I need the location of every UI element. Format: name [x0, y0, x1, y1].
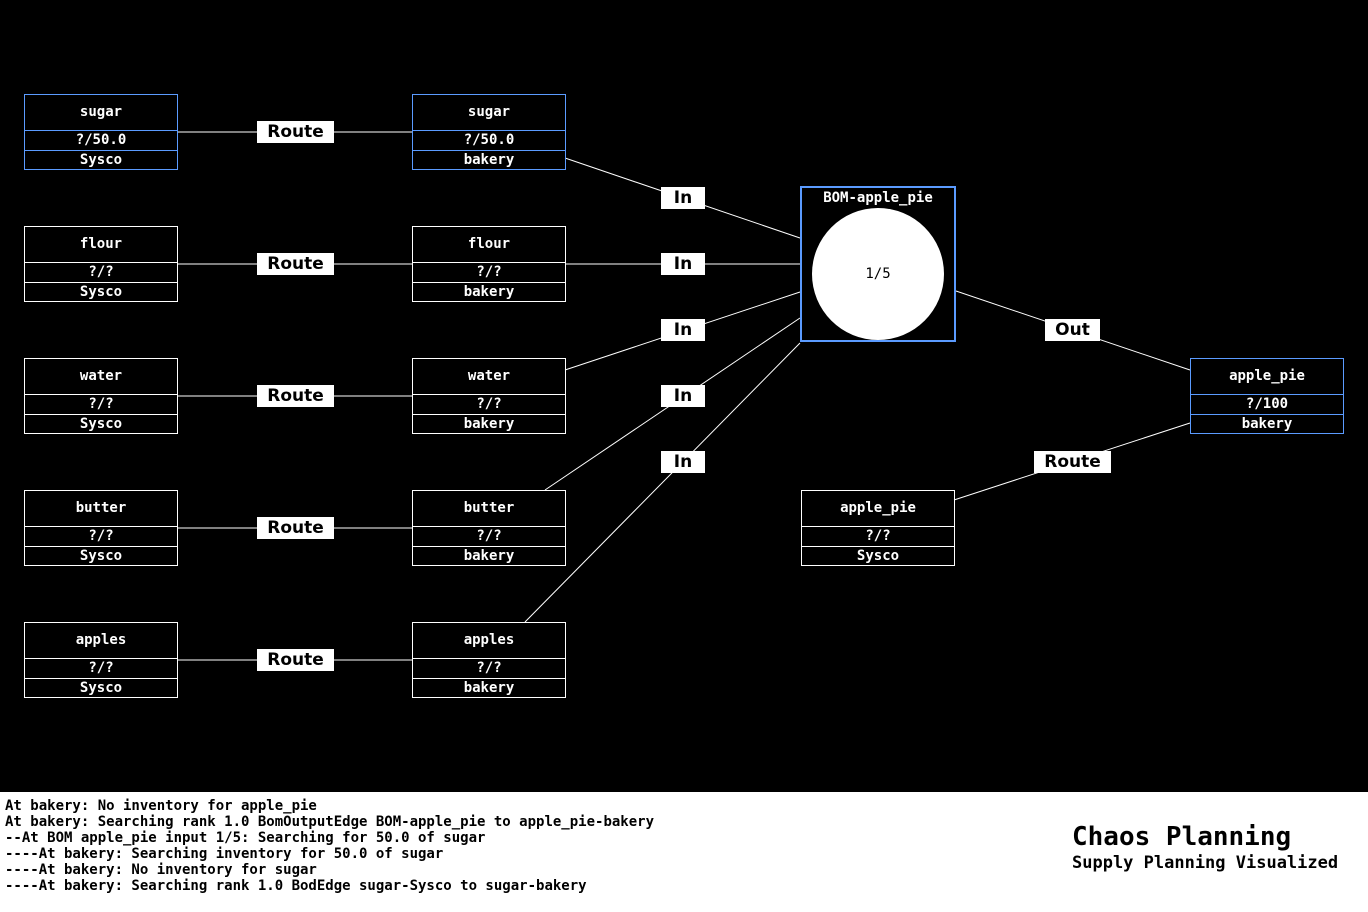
- node-location: Sysco: [25, 414, 177, 434]
- node-quantity: ?/?: [25, 526, 177, 547]
- bom-progress-circle: [812, 208, 944, 340]
- brand-subtitle: Supply Planning Visualized: [1072, 853, 1339, 873]
- log-line: At bakery: Searching rank 1.0 BomOutputE…: [5, 814, 655, 830]
- node-name: apples: [463, 632, 515, 648]
- node-location: bakery: [1191, 414, 1343, 434]
- route-edge-label: Route: [257, 649, 334, 671]
- planning-log: At bakery: No inventory for apple_pie At…: [5, 798, 654, 894]
- in-edge-label: In: [661, 385, 705, 407]
- node-location: bakery: [413, 678, 565, 698]
- bom-node[interactable]: BOM-apple_pie 1/5: [800, 186, 956, 342]
- brand-title: Chaos Planning: [1072, 822, 1292, 852]
- node-quantity: ?/?: [25, 262, 177, 283]
- node-flour-sysco[interactable]: flour ?/?Sysco: [24, 226, 178, 302]
- bom-title: BOM-apple_pie: [823, 190, 933, 206]
- node-quantity: ?/?: [413, 526, 565, 547]
- log-line: --At BOM apple_pie input 1/5: Searching …: [5, 830, 486, 846]
- out-edge-label: Out: [1045, 319, 1100, 341]
- node-name: water: [467, 368, 511, 384]
- node-location: Sysco: [25, 678, 177, 698]
- route-edge-label: Route: [257, 385, 334, 407]
- node-name: apples: [75, 632, 127, 648]
- log-line: ----At bakery: No inventory for sugar: [5, 862, 317, 878]
- node-quantity: ?/?: [802, 526, 954, 547]
- in-edge-label: In: [661, 253, 705, 275]
- node-name: apple_pie: [840, 500, 916, 516]
- node-location: bakery: [413, 546, 565, 566]
- node-name: butter: [75, 500, 127, 516]
- log-line: ----At bakery: Searching rank 1.0 BodEdg…: [5, 878, 587, 894]
- node-quantity: ?/50.0: [25, 130, 177, 151]
- in-edge-label: In: [661, 319, 705, 341]
- node-location: Sysco: [802, 546, 954, 566]
- node-quantity: ?/?: [413, 394, 565, 415]
- node-name: butter: [463, 500, 515, 516]
- node-flour-bakery[interactable]: flour ?/?bakery: [412, 226, 566, 302]
- node-location: bakery: [413, 282, 565, 302]
- node-name: sugar: [467, 104, 511, 120]
- in-edge-label: In: [661, 187, 705, 209]
- in-edge-label: In: [661, 451, 705, 473]
- status-panel: At bakery: No inventory for apple_pie At…: [0, 792, 1368, 912]
- node-apple_pie-sysco[interactable]: apple_pie ?/?Sysco: [801, 490, 955, 566]
- node-location: bakery: [413, 414, 565, 434]
- node-location: Sysco: [25, 282, 177, 302]
- node-location: Sysco: [25, 546, 177, 566]
- node-quantity: ?/?: [413, 658, 565, 679]
- route-edge-label: Route: [257, 517, 334, 539]
- node-name: flour: [79, 236, 123, 252]
- node-name: apple_pie: [1229, 368, 1305, 384]
- node-name: water: [79, 368, 123, 384]
- node-butter-sysco[interactable]: butter ?/?Sysco: [24, 490, 178, 566]
- node-location: Sysco: [25, 150, 177, 170]
- node-apples-bakery[interactable]: apples ?/?bakery: [412, 622, 566, 698]
- route-edge-label: Route: [1034, 451, 1111, 473]
- node-name: flour: [467, 236, 511, 252]
- edge-line: [524, 342, 801, 623]
- node-quantity: ?/?: [413, 262, 565, 283]
- node-water-sysco[interactable]: water ?/?Sysco: [24, 358, 178, 434]
- log-line: ----At bakery: Searching inventory for 5…: [5, 846, 444, 862]
- node-butter-bakery[interactable]: butter ?/?bakery: [412, 490, 566, 566]
- node-apples-sysco[interactable]: apples ?/?Sysco: [24, 622, 178, 698]
- route-edge-label: Route: [257, 121, 334, 143]
- node-quantity: ?/?: [25, 658, 177, 679]
- node-water-bakery[interactable]: water ?/?bakery: [412, 358, 566, 434]
- node-location: bakery: [413, 150, 565, 170]
- node-quantity: ?/?: [25, 394, 177, 415]
- route-edge-label: Route: [257, 253, 334, 275]
- log-line: At bakery: No inventory for apple_pie: [5, 798, 317, 814]
- node-quantity: ?/50.0: [413, 130, 565, 151]
- node-name: sugar: [79, 104, 123, 120]
- node-quantity: ?/100: [1191, 394, 1343, 415]
- bom-progress-ratio: 1/5: [865, 266, 891, 282]
